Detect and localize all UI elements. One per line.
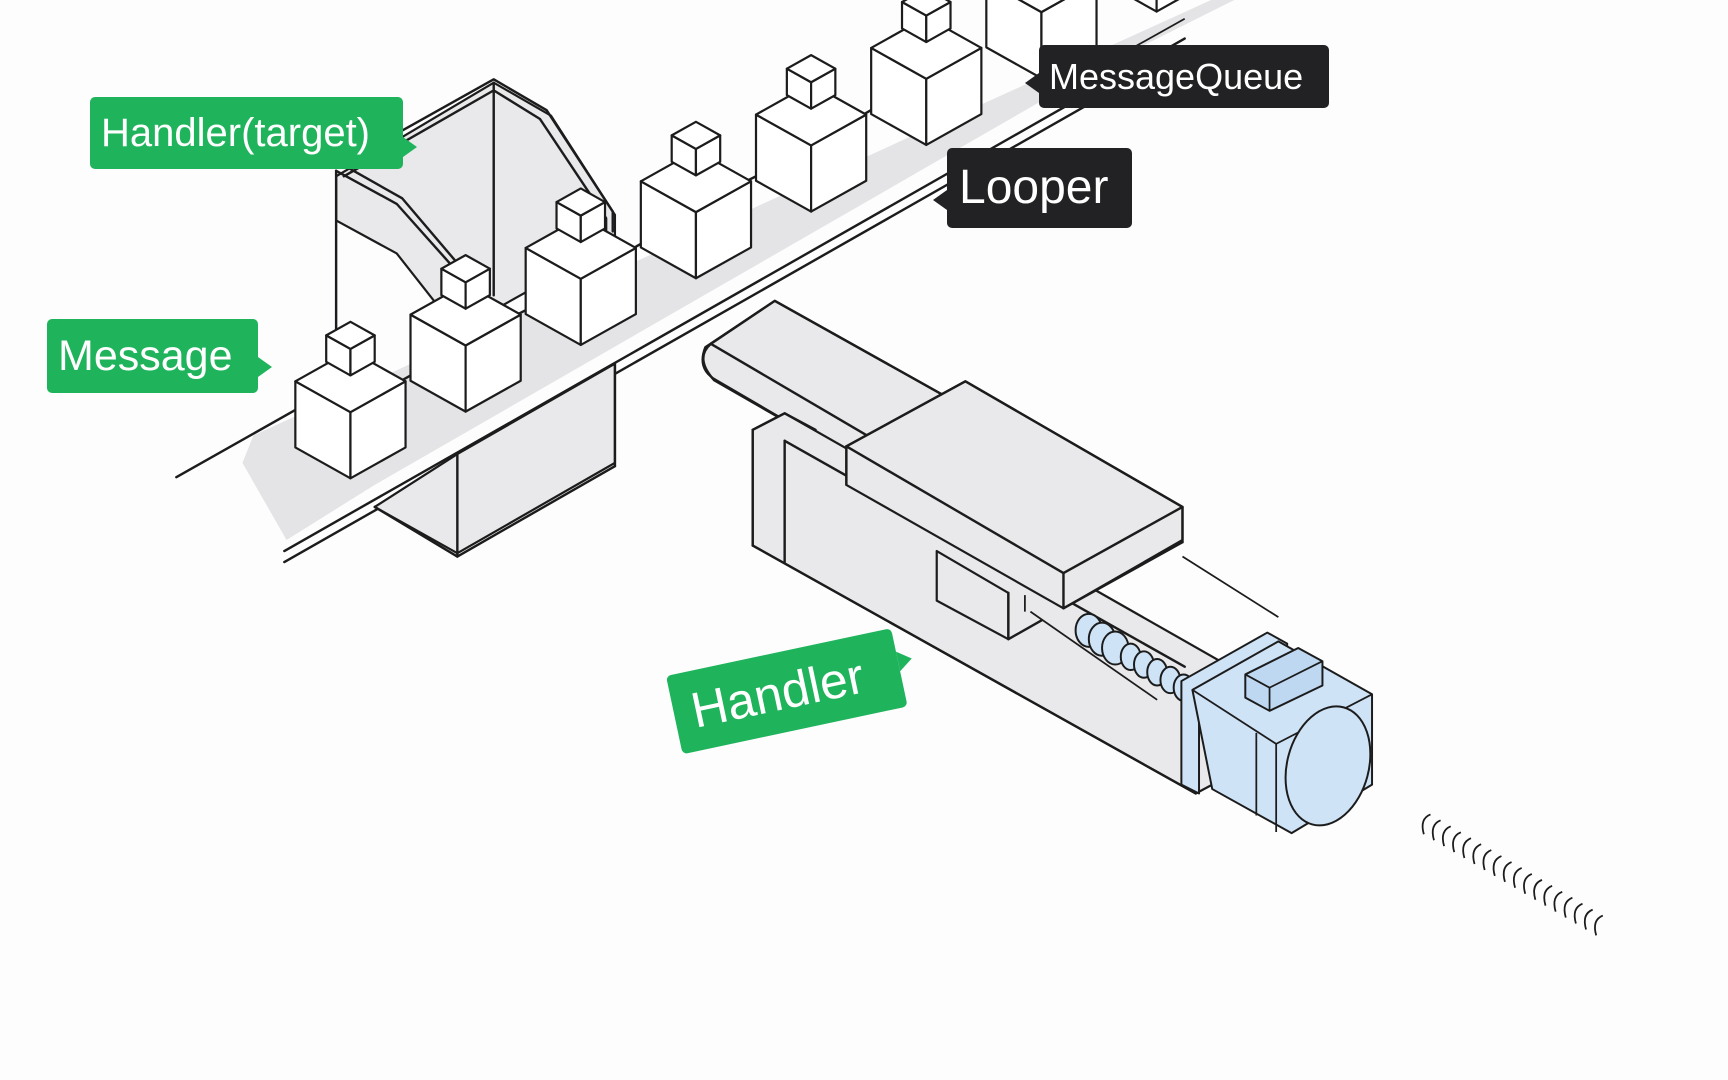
- message-box-lid: [900, 0, 952, 44]
- message-label-text: Message: [58, 331, 233, 380]
- message-box-body: [639, 149, 753, 280]
- message-box: [524, 187, 637, 347]
- label-pointer: [933, 190, 947, 210]
- belt-support: [373, 362, 617, 558]
- spring-coil-turn: [1502, 861, 1512, 883]
- message-box-lid: [440, 254, 491, 310]
- looper-label: Looper: [933, 148, 1132, 228]
- spring-coil-turn: [1573, 902, 1583, 924]
- message-box-lid: [555, 187, 607, 244]
- message-box: [639, 120, 753, 280]
- message-box: [754, 53, 868, 213]
- spring-coil-turn: [1553, 890, 1563, 912]
- spring-coil-turn: [1441, 825, 1452, 847]
- spring-coil-turn: [1431, 819, 1441, 841]
- message-queue-label-text: MessageQueue: [1049, 55, 1304, 97]
- message-box: [294, 320, 407, 480]
- looper-label-text: Looper: [959, 161, 1109, 214]
- spring-coil-turn: [1492, 855, 1502, 877]
- spring-coil-turn: [1523, 873, 1533, 894]
- message-box-lid: [785, 53, 837, 110]
- label-pointer: [1025, 73, 1039, 93]
- message-box-body: [294, 349, 407, 480]
- message-label: Message: [47, 319, 272, 393]
- spring-coil-turn: [1421, 813, 1431, 835]
- label-pointer: [403, 137, 417, 157]
- linear-actuator: [701, 299, 1280, 795]
- message-box-body: [870, 15, 983, 147]
- message-box-body: [754, 82, 868, 213]
- message-box-lid: [325, 320, 376, 377]
- spring-coil-turn: [1583, 908, 1594, 930]
- handler-target-label-text: Handler(target): [101, 111, 371, 155]
- spring-coil-turn: [1543, 885, 1553, 906]
- message-box-lid: [670, 120, 722, 177]
- spring-coil-turn: [1452, 831, 1462, 853]
- handler-target-label: Handler(target): [90, 97, 417, 169]
- spring-coil: [1421, 813, 1604, 936]
- spring-coil-turn: [1533, 879, 1543, 900]
- message-box-body: [409, 282, 522, 413]
- spring-coil-turn: [1594, 914, 1604, 936]
- spring-coil-turn: [1482, 849, 1492, 871]
- message-box: [870, 0, 983, 147]
- spring-coil-turn: [1472, 843, 1482, 865]
- message-boxes: [294, 0, 1180, 480]
- message-box: [1133, 0, 1180, 13]
- spring-coil-turn: [1563, 896, 1573, 918]
- label-pointer: [258, 357, 272, 377]
- message-box: [409, 254, 522, 413]
- message-queue-label: MessageQueue: [1025, 45, 1329, 108]
- motor: [1180, 631, 1374, 835]
- message-box-body: [1133, 0, 1180, 13]
- spring-coil-turn: [1512, 867, 1523, 889]
- spring-coil-turn: [1462, 837, 1472, 859]
